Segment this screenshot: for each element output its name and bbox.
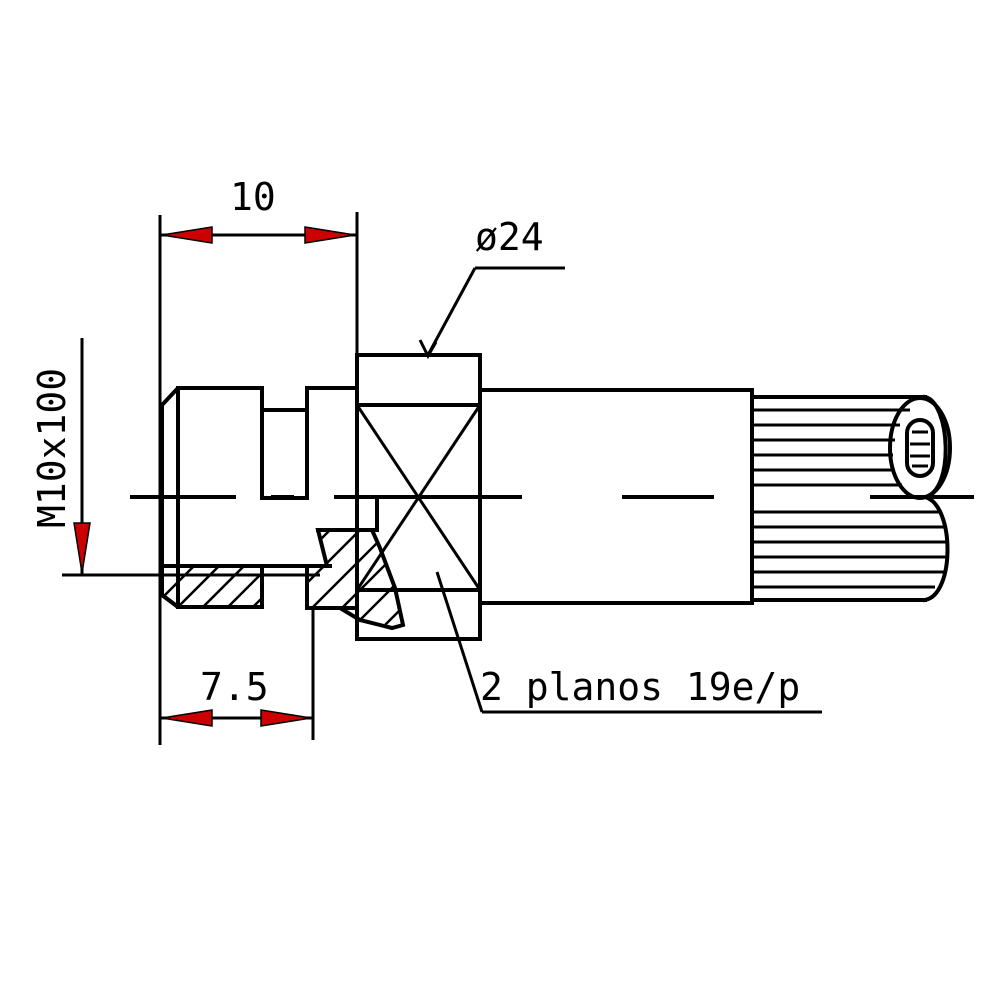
thread-arrow — [73, 522, 91, 574]
diameter-callout: ø24 — [418, 215, 565, 360]
flats-label: 2 planos 19e/p — [480, 665, 800, 709]
dimension-7-5: 7.5 — [160, 665, 313, 727]
dim-10-arrow-left — [161, 226, 213, 244]
dim-7-5-arrow-right — [260, 709, 312, 727]
dim-7-5-label: 7.5 — [200, 665, 269, 709]
flats-callout: 2 planos 19e/p — [435, 571, 822, 714]
cable-end-core — [905, 418, 935, 478]
dimension-10: 10 — [160, 175, 357, 244]
thread-label: M10x100 — [30, 368, 74, 528]
dim-10-arrow-right — [304, 226, 356, 244]
dim-10-label: 10 — [230, 175, 276, 219]
dim-7-5-arrow-left — [161, 709, 213, 727]
cable-section — [750, 394, 952, 603]
thread-callout: M10x100 — [30, 338, 320, 577]
diameter-label: ø24 — [475, 215, 544, 259]
section-hatching-left — [162, 566, 262, 607]
cable-end-ellipse — [888, 396, 952, 500]
